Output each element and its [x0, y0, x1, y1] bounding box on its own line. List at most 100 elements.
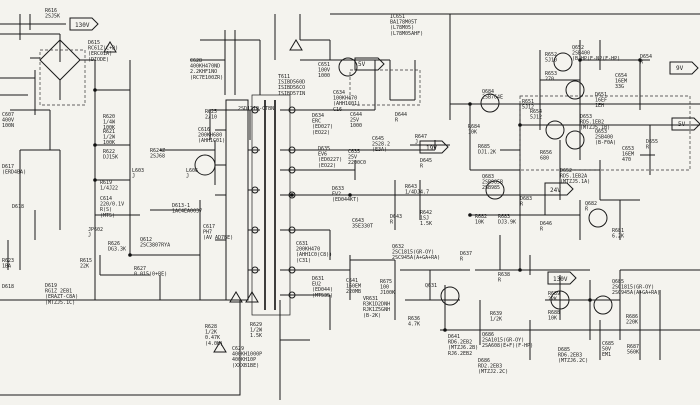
label-line: 1/4W: [103, 120, 116, 126]
wiring: [0, 13, 700, 400]
label-line: 2SC1815(GR-OY): [612, 285, 654, 291]
label-line: (MTZJ2.2C): [478, 369, 508, 375]
label-line: D643: [390, 214, 402, 220]
label-line: (ED044): [312, 287, 333, 293]
label-line: 220/0.1V: [100, 202, 124, 208]
label-line: D613-1: [172, 203, 190, 209]
label-line: (MT535): [312, 293, 333, 299]
flag-24v: [544, 182, 574, 196]
label-line: 2SB985B: [482, 180, 503, 186]
label-line: 1SJ: [420, 216, 429, 222]
label-line: D655: [646, 139, 658, 145]
label-line: (4.0K): [205, 341, 223, 347]
label-line: Q632: [392, 244, 404, 250]
label-line: R686: [626, 314, 638, 320]
label-line: 400KH10P: [232, 357, 256, 363]
label-line: 0.47K: [205, 335, 220, 341]
transistor-q631: [440, 286, 460, 306]
label-line: BA178M05T: [390, 20, 417, 26]
label-line: 9V: [676, 65, 684, 72]
label-line: R624Z: [150, 148, 165, 154]
label-line: R627: [134, 266, 146, 272]
label-line: C654: [615, 73, 627, 79]
label-line: C634: [333, 90, 345, 96]
label-line: R643: [405, 184, 417, 190]
label-line: 2SJ68: [150, 154, 165, 160]
flag-130v-mid: [547, 271, 577, 285]
transistor-q683: [485, 180, 505, 200]
label-line: R: [420, 164, 424, 170]
label-line: R685: [478, 144, 490, 150]
label-line: 2SC945A(A+GA+RA): [392, 255, 440, 261]
label-line: R615: [80, 258, 92, 264]
label-line: D618: [2, 284, 14, 290]
label-line: R: [390, 220, 394, 226]
transistor-q651: [565, 80, 585, 100]
label-line: (XXXB1BE): [232, 363, 259, 369]
label-line: 10K: [475, 220, 484, 226]
label-line: 16EF: [595, 98, 607, 104]
label-line: 5J10: [545, 58, 557, 64]
label-line: 400V: [2, 118, 14, 124]
label-d617: D617(ERD4BA): [2, 164, 26, 176]
label-line: RJ6.2EB2: [448, 351, 472, 357]
label-line: DJ1.2K: [478, 150, 496, 156]
label-line: 130V: [553, 276, 568, 283]
label-line: (AHH1C0(C8)): [296, 252, 332, 258]
label-ic: 2SD1710-CTBN: [238, 106, 274, 112]
label-line: 2S28.2: [372, 142, 390, 148]
label-line: (ED044KT): [332, 197, 359, 203]
label-line: D652: [560, 168, 572, 174]
transistor-q652: [553, 52, 573, 72]
label-line: R688: [548, 310, 560, 316]
label-line: 100K: [103, 125, 115, 131]
label-line: RD5.1EB2A: [560, 174, 587, 180]
label-line: L606: [186, 168, 198, 174]
label-line: R687: [627, 344, 639, 350]
label-line: 470: [622, 157, 631, 163]
label-line: 200KH680: [198, 133, 222, 139]
label-line: ISIBD560D: [278, 80, 305, 86]
label-line: VR631: [363, 296, 378, 302]
label-line: 1.5K: [420, 221, 432, 227]
label-line: C631: [296, 241, 308, 247]
label-line: 22K: [80, 264, 89, 270]
label-line: J: [186, 174, 189, 180]
label-line: (MTZJ5.1A): [560, 179, 590, 185]
label-line: R: [585, 207, 589, 213]
label-v5: 5V: [358, 61, 366, 68]
label-line: C614: [100, 196, 112, 202]
label-line: 5J12: [530, 115, 542, 121]
label-line: D646: [540, 221, 552, 227]
label-line: R: [540, 227, 544, 233]
label-line: 1/4DJ4.7: [405, 190, 429, 196]
transistor-q685: [593, 295, 613, 315]
label-line: (MTZJ6.2C): [558, 358, 588, 364]
label-line: C641: [346, 278, 358, 284]
label-line: D637: [460, 251, 472, 257]
label-line: L603: [132, 168, 144, 174]
label-line: (ERD4BA): [2, 170, 26, 176]
label-line: (MTZJ5.1B): [580, 125, 610, 131]
label-line: 2SC945A(A+GA+RA): [612, 290, 660, 296]
